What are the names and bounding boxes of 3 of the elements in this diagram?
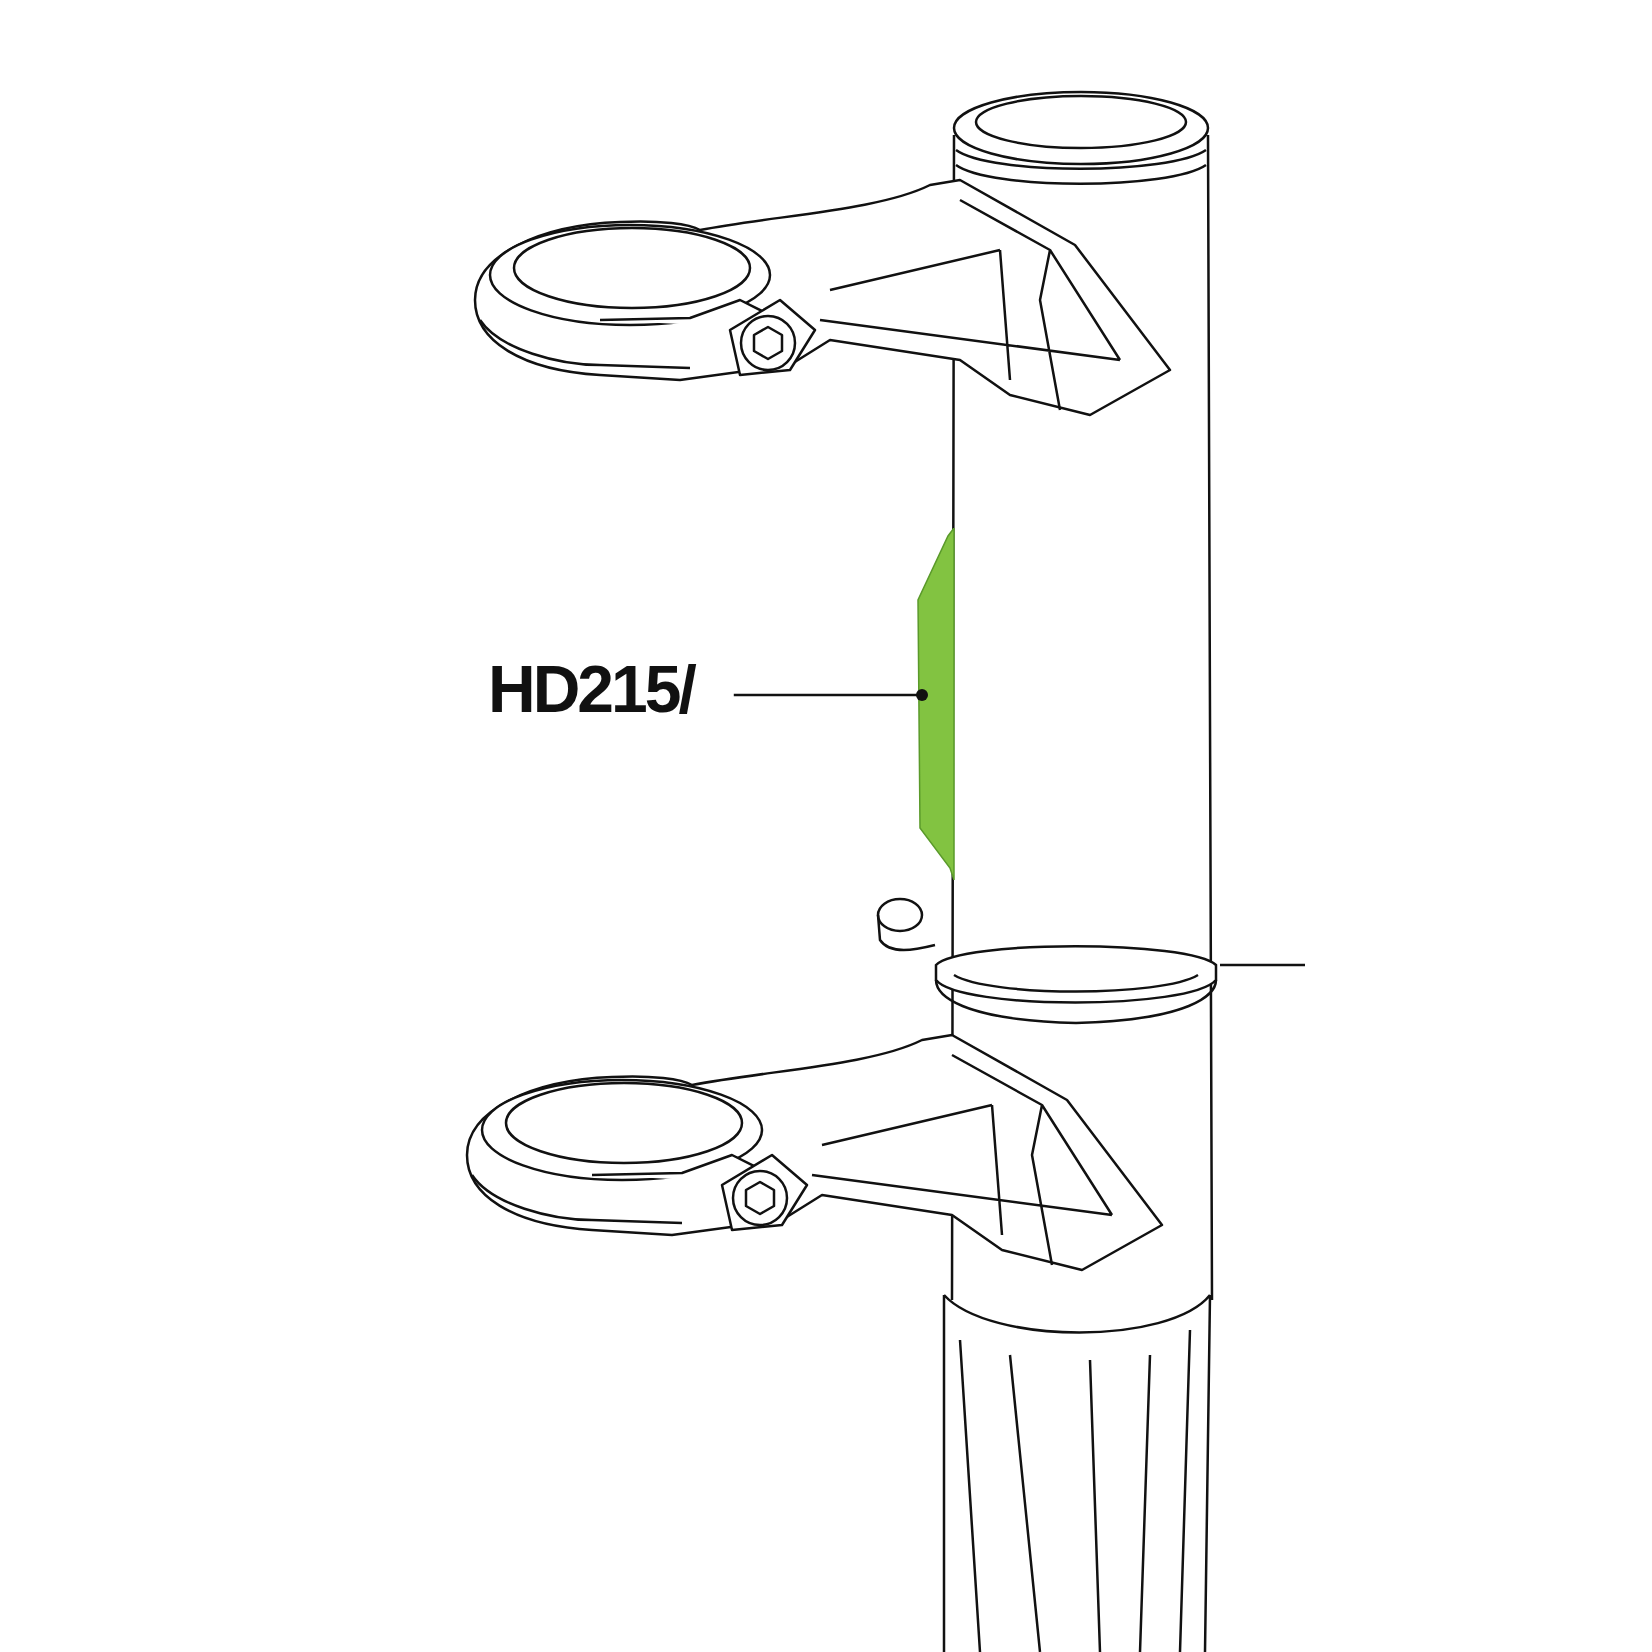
leader-line	[1220, 963, 1305, 967]
part-number: HD215/	[488, 656, 694, 722]
leader-line	[733, 689, 928, 701]
